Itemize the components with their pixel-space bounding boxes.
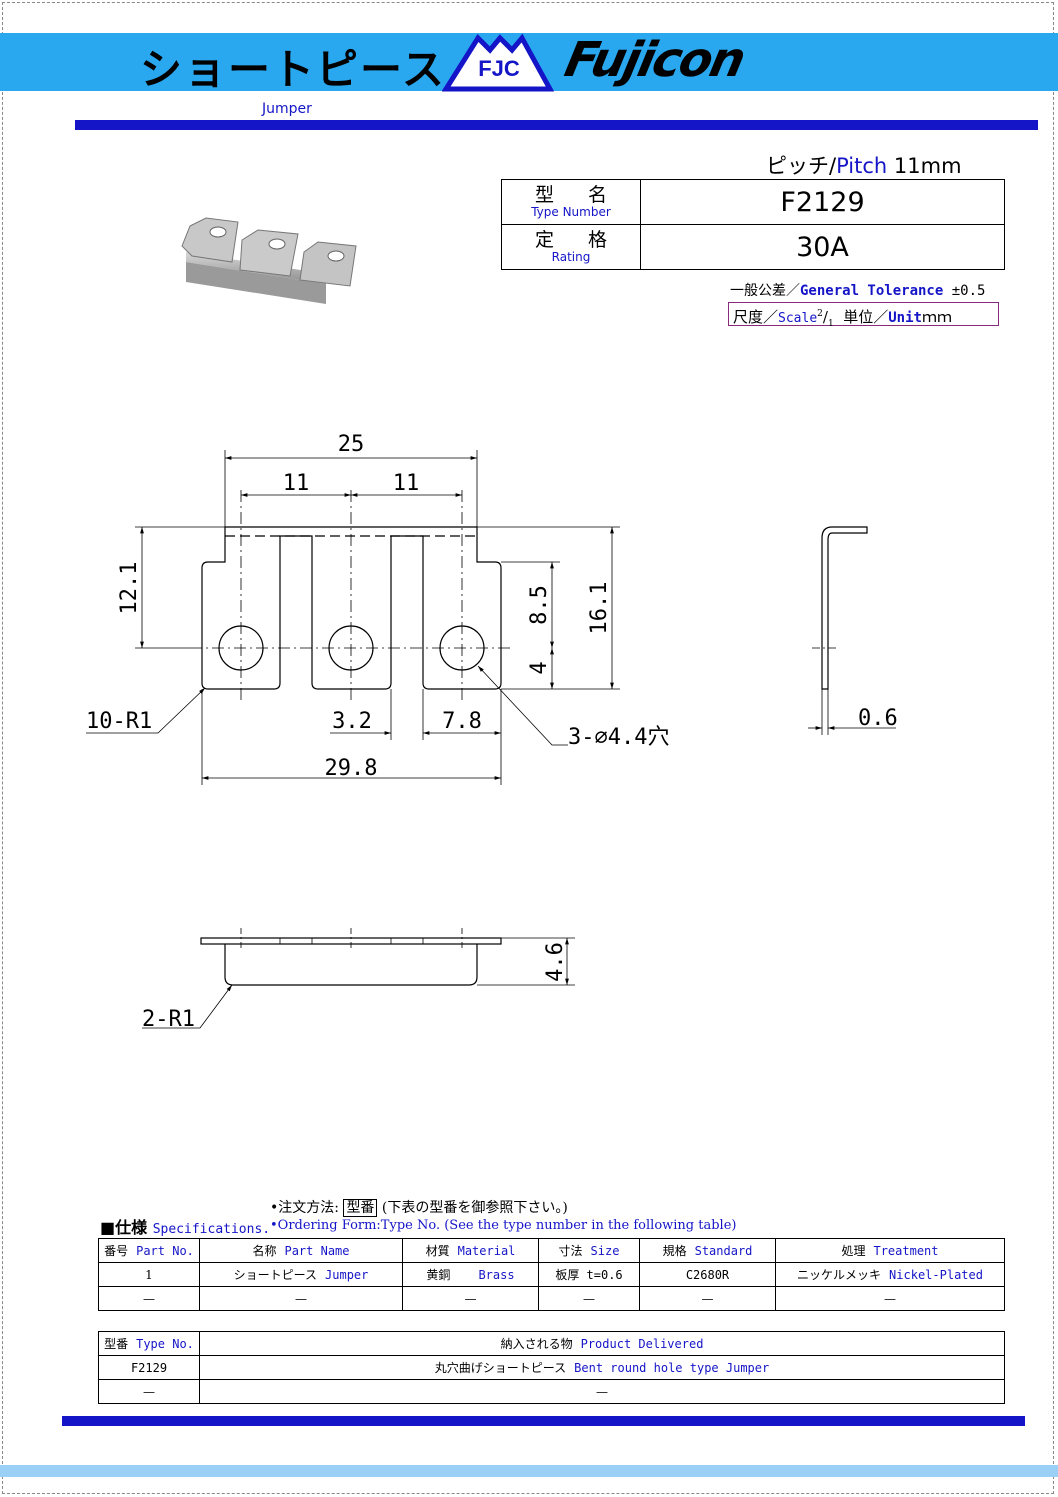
product-photo — [181, 217, 357, 304]
type-info-table: 型 名 Type Number F2129 定 格 Rating 30A — [501, 179, 1005, 270]
page-subtitle: Jumper — [262, 101, 312, 117]
fjc-logo: FJC — [442, 33, 554, 92]
dim-corner-radius: 10-R1 — [86, 709, 152, 734]
pitch-jp: ピッチ/ — [766, 154, 837, 178]
spec-heading: ■仕様 Specifications. — [100, 1218, 271, 1237]
front-view — [190, 490, 512, 700]
page-title: ショートピース — [140, 45, 446, 94]
dim-height-left: 12.1 — [117, 562, 142, 615]
bottom-view — [142, 928, 575, 1029]
fjc-logo-text: FJC — [478, 56, 520, 81]
dim-bottom-margin: 4 — [527, 661, 552, 674]
dimension-lines — [86, 450, 620, 785]
bottom-rule — [62, 1416, 1025, 1426]
ordering-line-jp: •注文方法: 型番 (下表の型番を御参照下さい。) — [270, 1199, 568, 1217]
top-rule — [75, 120, 1038, 130]
dim-pitch-right: 11 — [393, 471, 420, 496]
pitch-value: 11mm — [887, 154, 962, 178]
pitch-en: Pitch — [836, 154, 888, 178]
dim-holes: 3-∅4.4穴 — [568, 725, 669, 750]
table-row: — — — — — — — [98, 1286, 1005, 1311]
dim-height-right: 16.1 — [587, 582, 612, 635]
dim-hole-offset: 8.5 — [527, 585, 552, 625]
footer-band — [0, 1465, 1058, 1477]
scale-unit-box: 尺度／Scale2/1 単位／Unitｍｍ — [728, 302, 999, 329]
side-view — [808, 526, 896, 735]
dim-depth: 4.6 — [543, 942, 568, 982]
dim-slot-width: 3.2 — [332, 709, 372, 734]
dim-overall-bottom: 29.8 — [325, 756, 378, 781]
dim-tab-width: 7.8 — [442, 709, 482, 734]
dim-overall-top: 25 — [338, 432, 365, 457]
dim-bend-radius: 2-R1 — [142, 1007, 195, 1032]
dim-thickness: 0.6 — [858, 706, 898, 731]
table-row: — — — [98, 1379, 1005, 1404]
dim-pitch-left: 11 — [283, 471, 310, 496]
pitch-label: ピッチ/Pitch 11mm — [766, 150, 962, 180]
ordering-line-en: •Ordering Form:Type No. (See the type nu… — [270, 1218, 737, 1233]
rating-label: 定 格 Rating — [501, 224, 641, 270]
general-tolerance: 一般公差／General Tolerance ±0.5 — [730, 283, 986, 299]
rating-value: 30A — [640, 224, 1005, 270]
